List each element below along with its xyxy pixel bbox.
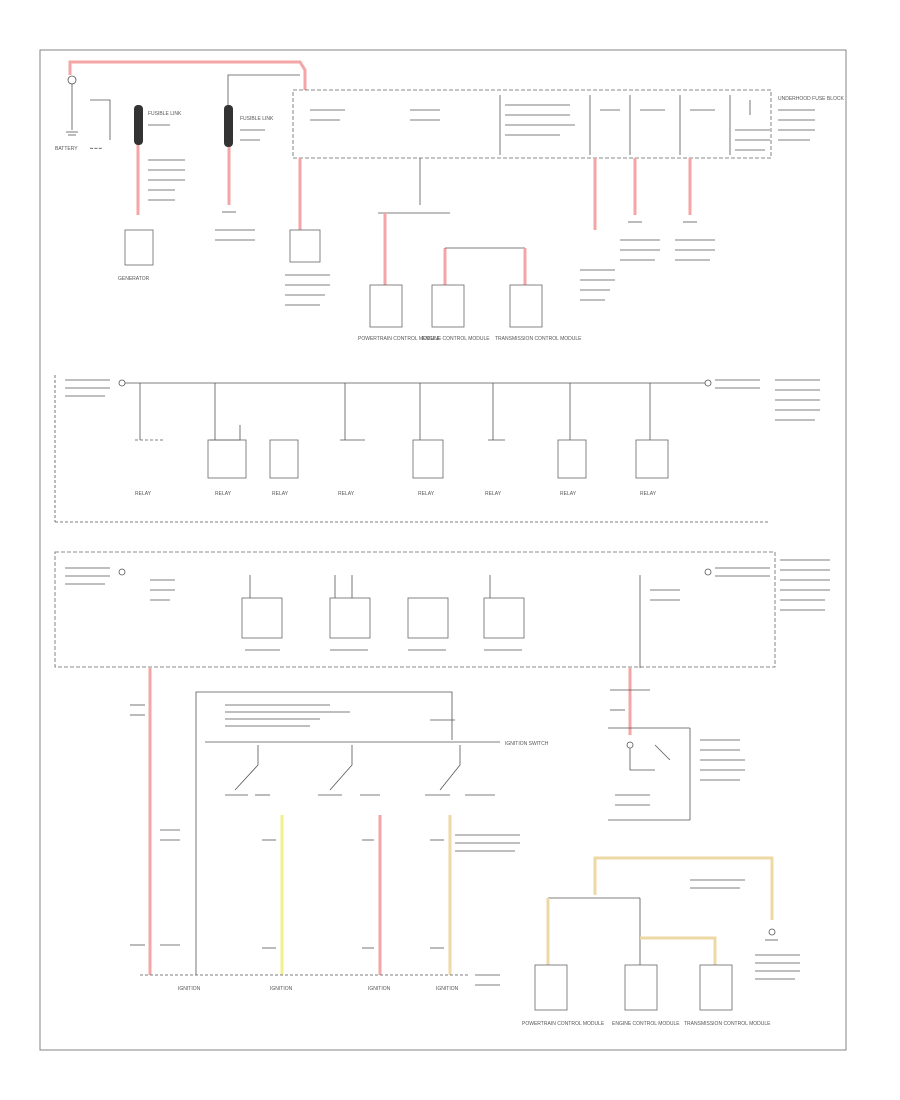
battery-label: BATTERY [55, 146, 78, 152]
ignition-switch-contact-2 [318, 745, 380, 796]
generator-box [124, 229, 154, 266]
relay-8: RELAY [635, 383, 669, 497]
ecm-top-box [431, 284, 465, 328]
svg-text:RELAY: RELAY [485, 491, 502, 497]
svg-text:RELAY: RELAY [338, 491, 355, 497]
fusible-link-1-label: FUSIBLE LINK [148, 111, 182, 117]
fusible-link-2-icon [222, 74, 300, 213]
power-section: BATTERY ━ ━ ━ FUSIBLE LINK GENERATOR FUS… [55, 60, 845, 342]
svg-text:RELAY: RELAY [215, 491, 232, 497]
relay-3: RELAY [269, 439, 299, 497]
relay-7: RELAY [557, 383, 587, 497]
diagram-frame [39, 49, 847, 1051]
svg-text:RELAY: RELAY [135, 491, 152, 497]
ignition-output-1: IGNITION [178, 986, 201, 992]
ecm-bottom-label: ENGINE CONTROL MODULE [612, 1021, 680, 1027]
battery-icon [66, 75, 78, 136]
ignition-output-3: IGNITION [368, 986, 391, 992]
svg-text:RELAY: RELAY [418, 491, 435, 497]
ignition-switch-contact-1 [225, 745, 270, 796]
pcm-top-box [369, 284, 403, 328]
svg-text:RELAY: RELAY [272, 491, 289, 497]
relay-section: RELAY RELAY RELAY RELAY RELAY RELAY [54, 375, 820, 523]
ignition-section: IGNITION SWITCH [130, 668, 800, 1027]
tcm-top-label: TRANSMISSION CONTROL MODULE [495, 336, 582, 342]
battery-feed-wire [68, 60, 307, 90]
junction-section [54, 551, 830, 668]
relay-1: RELAY [135, 383, 165, 497]
tcm-bottom-label: TRANSMISSION CONTROL MODULE [684, 1021, 771, 1027]
generator-label: GENERATOR [118, 276, 150, 282]
relay-4: RELAY [338, 383, 365, 497]
svg-text:RELAY: RELAY [640, 491, 657, 497]
pcm-bottom-label: POWERTRAIN CONTROL MODULE [522, 1021, 605, 1027]
tcm-top-box [509, 284, 543, 328]
ignition-output-2: IGNITION [270, 986, 293, 992]
svg-text:━ ━ ━: ━ ━ ━ [89, 146, 103, 152]
ignition-output-4: IGNITION [436, 986, 459, 992]
ecm-bottom-box [624, 964, 658, 1011]
ignition-switch-label: IGNITION SWITCH [505, 741, 549, 747]
tcm-bottom-box [699, 964, 733, 1011]
relay-6: RELAY [485, 383, 505, 497]
pcm-bottom-box [534, 964, 568, 1011]
svg-text:RELAY: RELAY [560, 491, 577, 497]
fusible-link-2-label: FUSIBLE LINK [240, 116, 274, 122]
relay-5: RELAY [412, 383, 444, 497]
ecm-top-label: ENGINE CONTROL MODULE [422, 336, 490, 342]
pcm-top-label: POWERTRAIN CONTROL MODULE [358, 336, 441, 342]
underhood-fuse-block-label: UNDERHOOD FUSE BLOCK [778, 96, 845, 102]
ignition-switch-contact-3 [425, 745, 495, 796]
underhood-fuse-block [292, 89, 772, 159]
relay-2: RELAY [207, 383, 247, 497]
fusible-link-1-icon [134, 105, 143, 215]
